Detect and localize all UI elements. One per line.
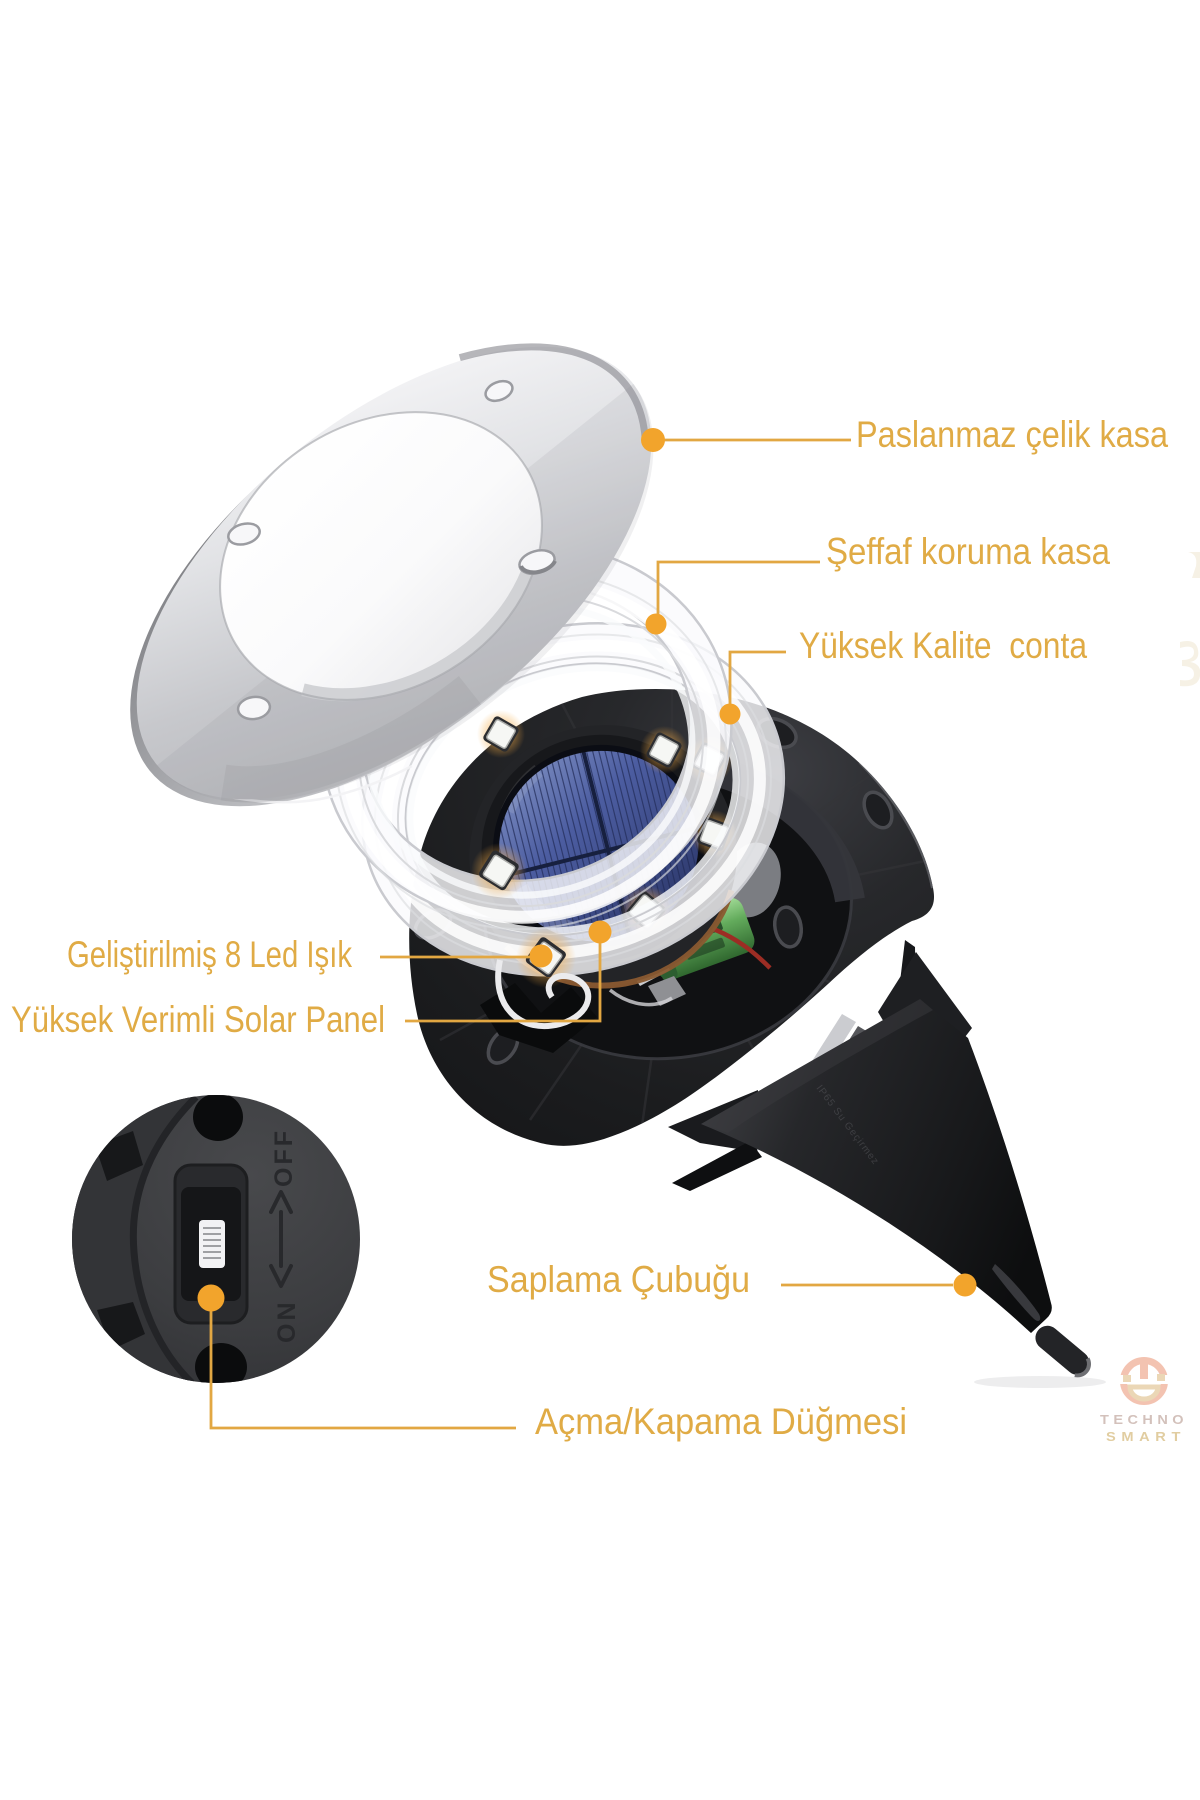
svg-text:OFF: OFF [270, 1128, 298, 1187]
svg-text:Şeffaf koruma kasa: Şeffaf koruma kasa [826, 531, 1110, 572]
svg-text:Açma/Kapama Düğmesi: Açma/Kapama Düğmesi [535, 1401, 907, 1442]
svg-text:ON: ON [273, 1300, 301, 1344]
svg-text:Yüksek Verimli Solar Panel: Yüksek Verimli Solar Panel [11, 999, 385, 1040]
svg-text:Geliştirilmiş 8 Led Işık: Geliştirilmiş 8 Led Işık [67, 934, 352, 975]
svg-text:Paslanmaz çelik kasa: Paslanmaz çelik kasa [856, 414, 1168, 455]
svg-text:Yüksek Kalite conta: Yüksek Kalite conta [799, 625, 1087, 666]
svg-text:Saplama Çubuğu: Saplama Çubuğu [487, 1259, 750, 1300]
svg-text:SMART: SMART [1106, 1429, 1186, 1444]
svg-text:TECHNO: TECHNO [1100, 1412, 1188, 1427]
